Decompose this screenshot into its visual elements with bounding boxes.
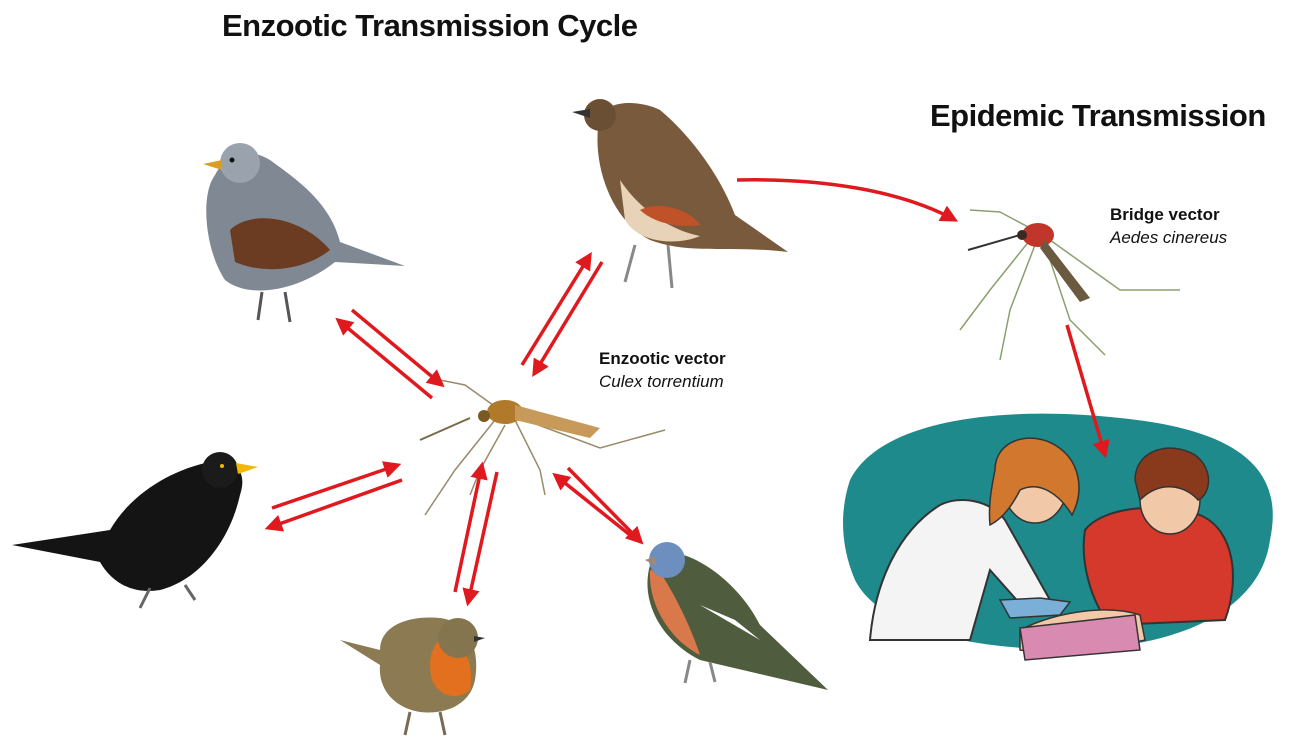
chaffinch-bird-icon — [645, 542, 828, 690]
arrow-mosquito-to-robin — [468, 472, 497, 603]
arrow-redwing-to-bridge-vector — [737, 180, 955, 220]
arrow-chaffinch-to-mosquito — [555, 475, 630, 535]
robin-bird-icon — [340, 617, 485, 735]
arrow-robin-to-mosquito — [455, 465, 482, 592]
arrow-mosquito-to-fieldfare — [338, 320, 432, 398]
fieldfare-bird-icon — [203, 143, 405, 322]
arrow-mosquito-to-redwing — [522, 255, 590, 365]
culex-mosquito-icon — [420, 380, 665, 515]
arrow-fieldfare-to-mosquito — [352, 310, 442, 385]
redwing-bird-icon — [572, 99, 788, 288]
arrow-mosquito-to-chaffinch — [568, 468, 641, 542]
blackbird-icon — [12, 452, 258, 608]
arrow-redwing-to-mosquito — [534, 262, 602, 374]
